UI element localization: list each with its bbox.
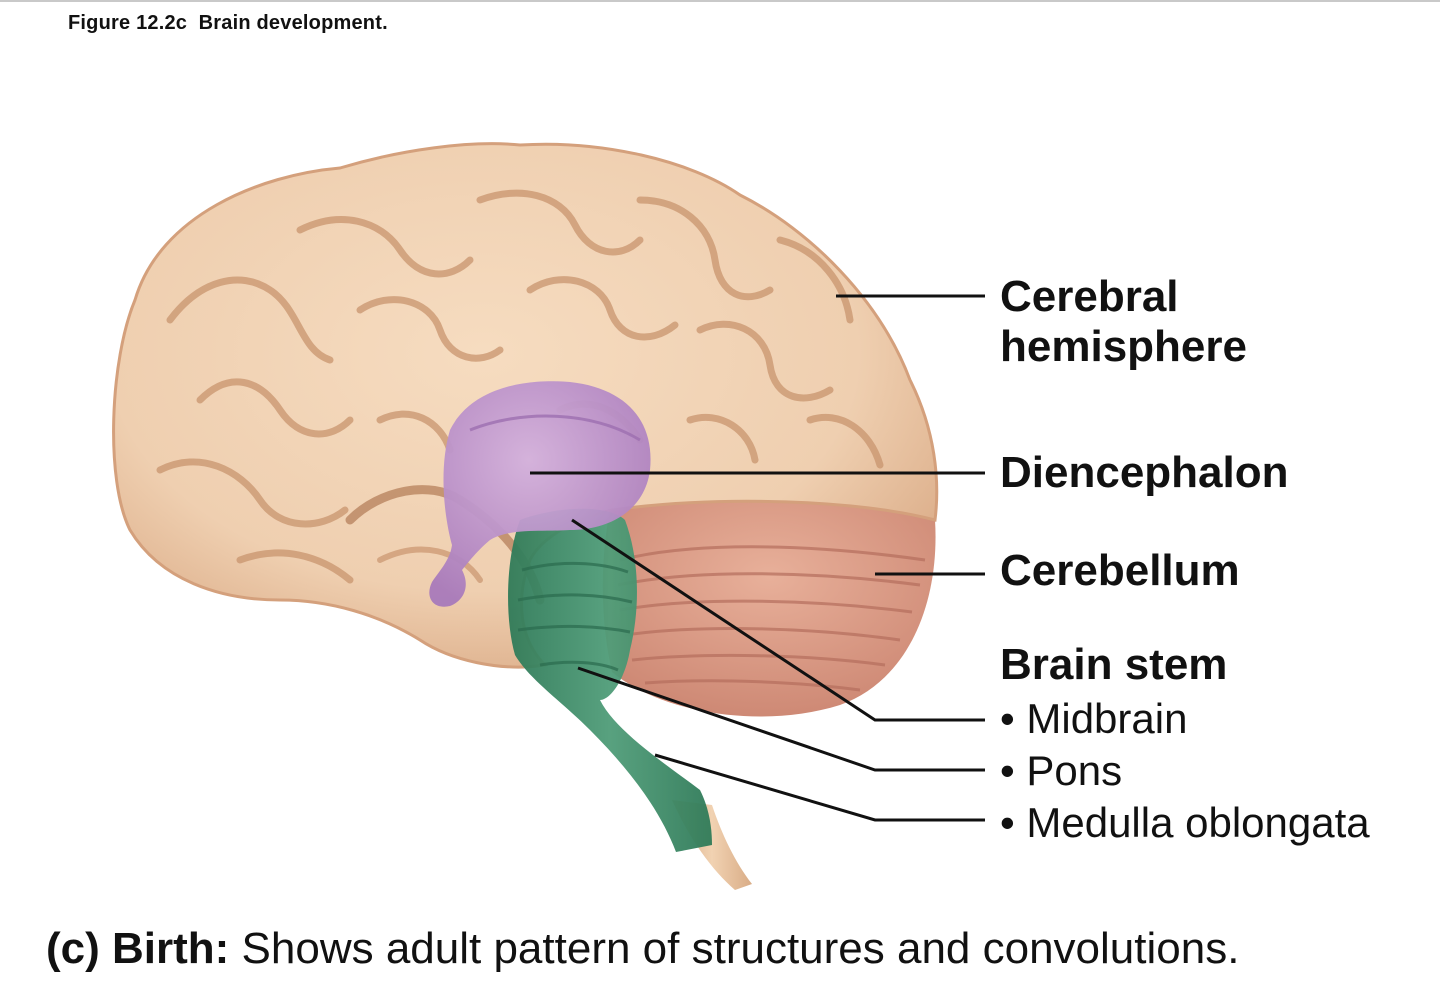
label-cerebellum: Cerebellum: [1000, 546, 1240, 595]
label-brain-stem: Brain stem: [1000, 640, 1228, 689]
label-pons: • Pons: [1000, 747, 1123, 794]
figure-caption: (c) Birth: Shows adult pattern of struct…: [46, 922, 1239, 976]
cerebellum-shape: [602, 501, 936, 717]
leader-pons: [577, 666, 985, 772]
top-border: [0, 0, 1440, 2]
label-cerebral-hemisphere-line1: Cerebral: [1000, 272, 1179, 321]
label-midbrain: • Midbrain: [1000, 695, 1188, 742]
leader-midbrain: [571, 518, 985, 722]
label-diencephalon: Diencephalon: [1000, 448, 1289, 497]
diencephalon-shape: [429, 381, 651, 607]
figure-title: Figure 12.2c Brain development.: [68, 12, 388, 34]
leader-medulla: [654, 753, 985, 822]
caption-text: Shows adult pattern of structures and co…: [229, 924, 1240, 973]
caption-lead: (c) Birth:: [46, 924, 230, 973]
label-cerebral-hemisphere-line2: hemisphere: [1000, 322, 1247, 371]
leader-lines: [530, 294, 985, 822]
label-medulla-oblongata: • Medulla oblongata: [1000, 799, 1370, 846]
